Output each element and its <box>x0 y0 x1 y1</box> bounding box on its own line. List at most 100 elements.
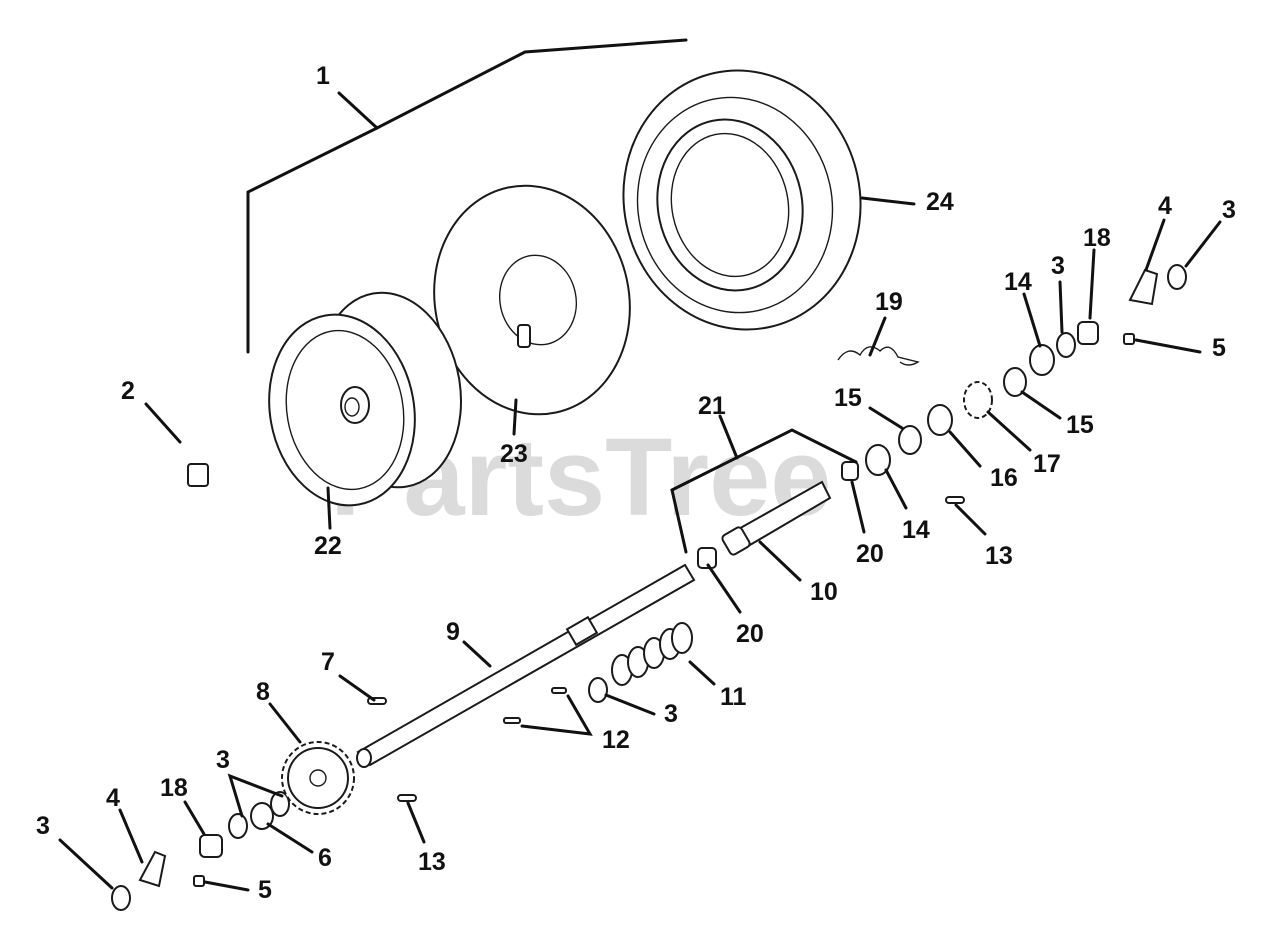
leader-4-low <box>118 808 144 864</box>
ratchet-17 <box>963 381 993 419</box>
leader-5-up <box>1134 338 1202 354</box>
leader-14b <box>1022 292 1042 348</box>
callout-5-lower: 5 <box>258 876 272 904</box>
leader-6 <box>266 822 314 854</box>
callout-12: 12 <box>602 726 630 754</box>
callout-3-lower: 3 <box>36 812 50 840</box>
bushing-lower <box>199 834 223 858</box>
callout-4-lower: 4 <box>106 784 120 812</box>
bracket-upper <box>1128 268 1159 306</box>
washer-3e <box>228 813 248 839</box>
callout-24: 24 <box>926 188 954 216</box>
callout-14-lower: 14 <box>902 516 930 544</box>
washer-3b <box>1167 264 1187 290</box>
callout-8: 8 <box>256 678 270 706</box>
pin-12b <box>503 717 521 724</box>
leader-14a <box>884 468 908 510</box>
bracket-lower <box>138 850 167 888</box>
washer-3d <box>111 885 131 911</box>
leader-20a <box>706 563 742 614</box>
washer-3c <box>1056 332 1076 358</box>
callout-14-upper: 14 <box>1004 268 1032 296</box>
screw-upper <box>1123 333 1135 345</box>
callout-6: 6 <box>318 844 332 872</box>
callout-1: 1 <box>316 62 330 90</box>
bushing-upper <box>1077 321 1099 345</box>
bearing-14b <box>1029 344 1055 376</box>
bearing <box>250 802 274 830</box>
leader-13-low <box>406 801 426 844</box>
washer-15a <box>898 425 922 455</box>
leader-9 <box>462 640 492 668</box>
callout-11: 11 <box>720 683 747 711</box>
pin-12a <box>551 687 567 694</box>
leader-3-up <box>1058 280 1064 334</box>
leader-12 <box>520 694 593 736</box>
tire <box>622 69 862 331</box>
leader-23 <box>512 398 518 436</box>
callout-3-mid: 3 <box>664 700 678 728</box>
leader-20b <box>850 480 866 534</box>
callout-9: 9 <box>446 618 460 646</box>
screw-lower <box>193 875 205 887</box>
callout-19: 19 <box>875 288 903 316</box>
leader-24 <box>860 196 916 206</box>
washer-3f <box>270 791 290 817</box>
leader-3-mid <box>604 693 656 716</box>
wheel-rim <box>268 291 463 507</box>
callout-18-upper: 18 <box>1083 224 1111 252</box>
leader-19 <box>868 316 887 357</box>
leader-3-gear <box>227 773 284 818</box>
leader-17 <box>986 410 1032 452</box>
leader-2 <box>144 402 182 444</box>
callout-10: 10 <box>810 578 838 606</box>
compression-spring <box>611 622 693 686</box>
callout-3-right: 3 <box>1222 196 1236 224</box>
callout-13-lower: 13 <box>418 848 446 876</box>
leader-11 <box>688 660 716 686</box>
callout-16: 16 <box>990 464 1018 492</box>
callout-7: 7 <box>321 648 335 676</box>
leader-3-low <box>58 838 114 890</box>
gear <box>281 741 355 815</box>
callout-15-right: 15 <box>1066 411 1094 439</box>
callout-13-upper: 13 <box>985 542 1013 570</box>
leader-7 <box>338 674 376 702</box>
inner-tube <box>433 184 631 416</box>
callout-22: 22 <box>314 532 342 560</box>
washer-3a <box>588 677 608 703</box>
leader-3-right <box>1184 220 1222 268</box>
leader-13-up <box>954 503 987 536</box>
spacer-upper <box>841 461 859 481</box>
leader-15a <box>868 406 904 430</box>
callout-4-upper: 4 <box>1158 192 1172 220</box>
callout-21: 21 <box>698 392 726 420</box>
leader-15b <box>1020 390 1062 420</box>
callout-18-lower: 18 <box>160 774 188 802</box>
leader-18-up <box>1088 248 1096 320</box>
bearing-14a <box>865 444 891 476</box>
axle-tube <box>721 480 832 556</box>
callout-3-upper: 3 <box>1051 252 1065 280</box>
leader-21 <box>670 428 858 554</box>
callout-15-left: 15 <box>834 384 862 412</box>
callout-3-gear: 3 <box>216 746 230 774</box>
callout-2: 2 <box>121 377 135 405</box>
callout-5-upper: 5 <box>1212 334 1226 362</box>
pin-13b <box>397 794 417 802</box>
callout-20-upper: 20 <box>856 540 884 568</box>
washer-15b <box>1003 367 1027 397</box>
leader-4-up <box>1144 218 1166 272</box>
leader-10 <box>758 540 802 582</box>
ratchet-16 <box>927 404 953 436</box>
leader-22 <box>326 486 332 530</box>
leader-16 <box>948 430 982 468</box>
callout-23: 23 <box>500 440 528 468</box>
axle-shaft <box>356 563 696 768</box>
valve-clip <box>187 463 209 487</box>
leader-8 <box>268 702 302 744</box>
spacer-lower <box>697 547 717 569</box>
leader-18-low <box>183 800 206 836</box>
callout-20-lower: 20 <box>736 620 764 648</box>
